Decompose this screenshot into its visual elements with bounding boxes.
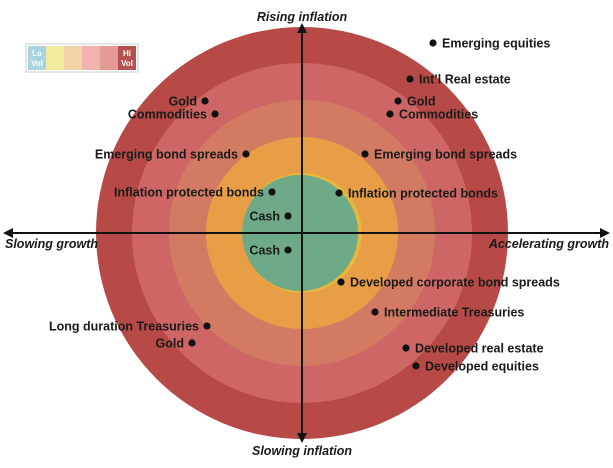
axis-label-right: Accelerating growth	[488, 237, 610, 251]
asset-label-text: Gold	[156, 337, 184, 351]
asset-label-text: Emerging bond spreads	[374, 148, 517, 162]
asset-dot	[188, 339, 196, 347]
asset-dot	[201, 97, 209, 105]
axis-label-bottom: Slowing inflation	[252, 444, 352, 458]
legend-swatch-2	[46, 46, 64, 70]
asset-label-2: Int’l Real estate	[406, 73, 511, 87]
asset-dot	[394, 97, 402, 105]
asset-dot	[211, 110, 219, 118]
asset-dot	[386, 110, 394, 118]
legend-swatch-5	[100, 46, 118, 70]
axes	[3, 23, 610, 443]
legend-hi-line1: Hi	[123, 49, 131, 58]
axis-label-left: Slowing growth	[5, 237, 98, 251]
asset-label-text: Developed equities	[425, 360, 539, 374]
asset-dot	[337, 278, 345, 286]
asset-label-8: Intermediate Treasuries	[371, 306, 524, 320]
asset-label-text: Gold	[407, 95, 435, 109]
asset-dot	[361, 150, 369, 158]
asset-dot	[412, 362, 420, 370]
asset-dot	[284, 212, 292, 220]
asset-label-3: Gold	[394, 95, 435, 109]
asset-label-text: Inflation protected bonds	[114, 186, 264, 200]
asset-label-text: Cash	[249, 244, 280, 258]
asset-dot	[371, 308, 379, 316]
asset-dot	[268, 188, 276, 196]
asset-label-6: Inflation protected bonds	[335, 187, 498, 201]
asset-dot	[203, 322, 211, 330]
asset-label-14: Inflation protected bonds	[114, 186, 276, 200]
asset-label-text: Commodities	[399, 108, 478, 122]
asset-label-16: Cash	[249, 244, 292, 258]
right-arrow-icon	[600, 228, 610, 238]
asset-label-13: Emerging bond spreads	[95, 148, 250, 162]
asset-label-text: Intermediate Treasuries	[384, 306, 524, 320]
asset-dot	[402, 344, 410, 352]
left-arrow-icon	[3, 228, 13, 238]
legend-hi-line2: Vol	[121, 59, 133, 68]
asset-label-text: Emerging equities	[442, 37, 550, 51]
legend-lo-line2: Vol	[31, 59, 43, 68]
asset-dot	[335, 189, 343, 197]
asset-label-15: Cash	[249, 210, 292, 224]
asset-label-text: Long duration Treasuries	[49, 320, 199, 334]
asset-label-1: Emerging equities	[429, 37, 550, 51]
legend-lo-line1: Lo	[32, 49, 42, 58]
asset-label-5: Emerging bond spreads	[361, 148, 517, 162]
asset-dot	[242, 150, 250, 158]
volatility-legend: Lo Vol Hi Vol	[25, 43, 139, 73]
legend-swatches	[28, 46, 136, 70]
asset-dot	[429, 39, 437, 47]
up-arrow-icon	[297, 23, 307, 33]
asset-label-18: Gold	[156, 337, 196, 351]
asset-label-text: Inflation protected bonds	[348, 187, 498, 201]
asset-label-4: Commodities	[386, 108, 478, 122]
legend-swatch-4	[82, 46, 100, 70]
asset-label-text: Cash	[249, 210, 280, 224]
asset-label-12: Commodities	[128, 108, 219, 122]
asset-label-text: Emerging bond spreads	[95, 148, 238, 162]
down-arrow-icon	[297, 433, 307, 443]
asset-dot	[284, 246, 292, 254]
asset-label-text: Gold	[169, 95, 197, 109]
asset-label-text: Developed corporate bond spreads	[350, 276, 560, 290]
asset-label-9: Developed real estate	[402, 342, 544, 356]
asset-label-text: Commodities	[128, 108, 207, 122]
asset-label-text: Int’l Real estate	[419, 73, 511, 87]
asset-label-10: Developed equities	[412, 360, 539, 374]
asset-label-17: Long duration Treasuries	[49, 320, 211, 334]
asset-label-7: Developed corporate bond spreads	[337, 276, 560, 290]
legend-swatch-3	[64, 46, 82, 70]
legend-swatch-6	[118, 46, 136, 70]
asset-dot	[406, 75, 414, 83]
asset-label-11: Gold	[169, 95, 209, 109]
axis-label-top: Rising inflation	[257, 10, 348, 24]
legend-swatch-1	[28, 46, 46, 70]
asset-label-text: Developed real estate	[415, 342, 544, 356]
